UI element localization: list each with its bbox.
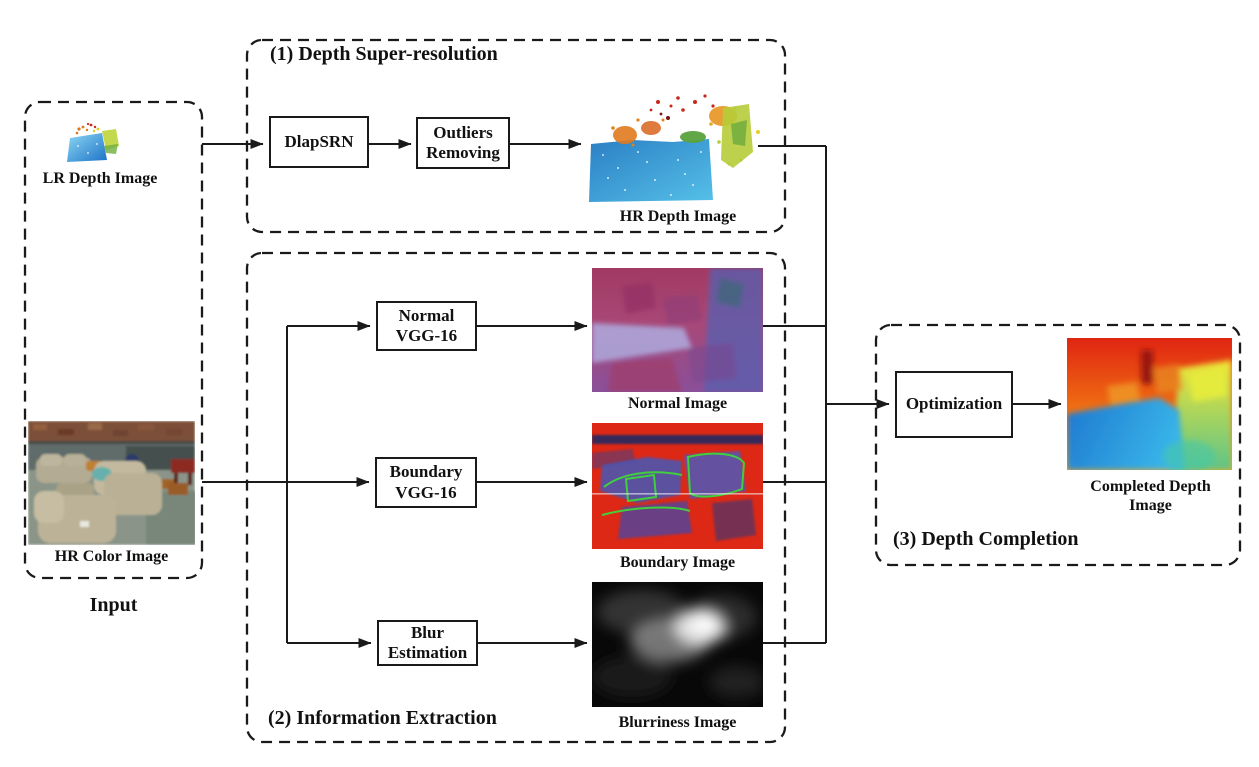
boundary-vgg16-box: Boundary VGG-16: [375, 457, 477, 508]
normal-image: [592, 268, 763, 392]
hr-color-image-label: HR Color Image: [54, 548, 169, 565]
input-group-label: Input: [89, 594, 138, 616]
normal-vgg16-box: Normal VGG-16: [376, 301, 477, 351]
hr-color-image: [28, 421, 195, 545]
blur-estimation-box: Blur Estimation: [377, 620, 478, 666]
boundary-image: [592, 423, 763, 549]
stage1-title: (1) Depth Super-resolution: [270, 43, 498, 65]
normal-image-label: Normal Image: [627, 395, 728, 412]
blurriness-image-label: Blurriness Image: [618, 714, 737, 731]
input-group-box: [23, 100, 204, 580]
completed-depth-image-label: Completed Depth Image: [1090, 478, 1211, 515]
hr-depth-image-label: HR Depth Image: [619, 208, 737, 225]
lr-depth-image: [64, 120, 126, 168]
stage3-group-box: [874, 323, 1242, 567]
lr-depth-image-label: LR Depth Image: [42, 170, 158, 187]
completed-depth-image: [1067, 338, 1232, 470]
stage1-group-box: [245, 38, 787, 234]
dlapsrn-box: DlapSRN: [269, 116, 369, 168]
blurriness-image: [592, 582, 763, 707]
boundary-image-label: Boundary Image: [619, 554, 736, 571]
stage3-title: (3) Depth Completion: [893, 528, 1079, 550]
stage2-group-box: [245, 251, 787, 744]
hr-depth-image: [583, 90, 763, 203]
outliers-removing-box: Outliers Removing: [416, 117, 510, 169]
stage2-title: (2) Information Extraction: [268, 707, 497, 729]
optimization-box: Optimization: [895, 371, 1013, 438]
